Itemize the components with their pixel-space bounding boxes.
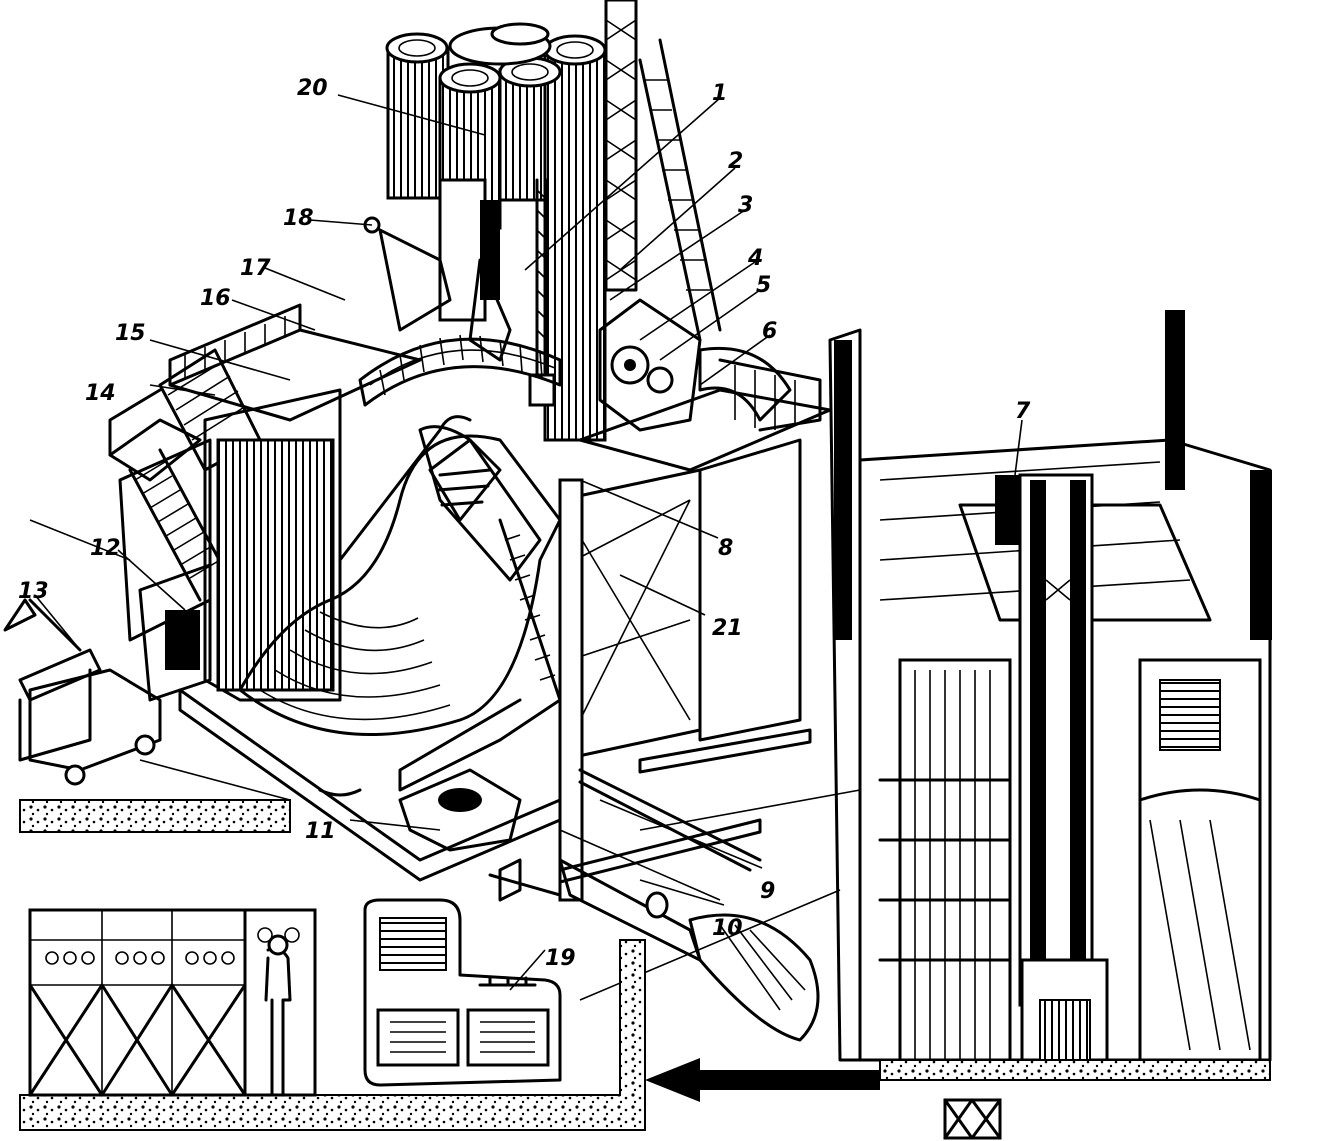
direction-arrow xyxy=(645,1058,880,1102)
left-building xyxy=(118,388,342,702)
trolleys xyxy=(3,598,162,786)
label-21: 21 xyxy=(712,616,743,641)
control-room xyxy=(19,898,646,1131)
floor-lines xyxy=(29,519,861,1001)
leader-lines xyxy=(34,94,1023,991)
lattice-mast xyxy=(604,0,722,342)
label-13: 13 xyxy=(18,579,49,604)
furnace-bath xyxy=(238,415,562,737)
label-14: 14 xyxy=(85,381,116,406)
label-11: 11 xyxy=(305,819,336,844)
label-6: 6 xyxy=(762,319,777,344)
right-building xyxy=(828,310,1272,1140)
label-1: 1 xyxy=(712,81,727,106)
callout-labels: 1 2 3 4 5 6 7 8 9 10 11 12 13 14 15 16 1… xyxy=(18,76,1031,971)
label-17: 17 xyxy=(240,256,271,281)
label-8: 8 xyxy=(718,536,733,561)
label-9: 9 xyxy=(760,879,775,904)
right-portal-frame xyxy=(558,438,802,902)
label-20: 20 xyxy=(297,76,328,101)
cooling-pipes xyxy=(488,728,812,902)
label-12: 12 xyxy=(90,536,121,561)
label-3: 3 xyxy=(738,193,753,218)
label-18: 18 xyxy=(283,206,314,231)
label-19: 19 xyxy=(545,946,576,971)
label-5: 5 xyxy=(756,273,771,298)
right-deck xyxy=(578,298,832,472)
label-2: 2 xyxy=(728,149,743,174)
label-15: 15 xyxy=(115,321,146,346)
label-10: 10 xyxy=(712,916,743,941)
label-4: 4 xyxy=(747,246,763,271)
foundation-strip xyxy=(19,799,291,833)
tilt-ladle xyxy=(558,858,820,1042)
label-7: 7 xyxy=(1015,399,1031,424)
electrode-holder-assembly xyxy=(363,178,556,407)
rocker-cradle xyxy=(398,518,562,792)
label-16: 16 xyxy=(200,286,231,311)
furnace-base xyxy=(178,688,562,882)
